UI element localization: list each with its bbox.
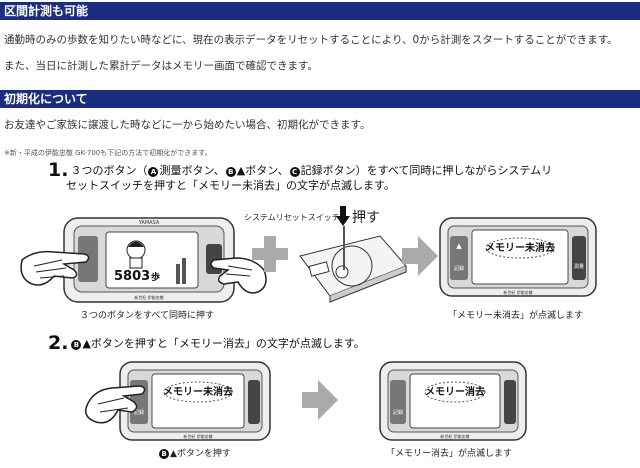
step2-caption-left: B▲ボタンを押す: [158, 446, 231, 459]
survey-button-label: 測量: [574, 263, 584, 270]
device-footer: 新世紀 伊能忠敬: [134, 294, 163, 300]
down-arrow-icon: [336, 206, 350, 226]
svg-text:新世紀 伊能忠敬: 新世紀 伊能忠敬: [503, 289, 532, 295]
right-arrow-icon: [302, 380, 338, 420]
step2-instruction: 2.B▲ボタンを押すと「メモリー消去」の文字が点滅します。: [48, 334, 608, 353]
interval-description: 通勤時のみの歩数を知りたい時などに、現在の表示データをリセットすることにより、0…: [4, 34, 618, 46]
pedometer-press-b-illustration: 記録 メモリー未消去 新世紀 伊能忠敬: [84, 361, 271, 441]
step1-text-a: ３つのボタン（: [70, 164, 148, 177]
step1-caption-right: 「メモリー未消去」が点滅します: [448, 311, 584, 321]
step-unit: 歩: [151, 271, 160, 283]
pedometer-memory-erased: 記録 メモリー消去 新世紀 伊能忠敬: [379, 361, 527, 441]
initialize-description: お友達やご家族に譲渡した時などに一から始めたい場合、初期化ができます。: [4, 119, 371, 131]
memory-description: また、当日に計測した累計データはメモリー画面で確認できます。: [4, 60, 318, 72]
step1-number: 1.: [48, 159, 69, 181]
step1-text-line2: セットスイッチを押すと「メモリー未消去」の文字が点滅します。: [66, 179, 395, 192]
button-b-icon: B: [159, 449, 169, 459]
step2-caption-left-text: ▲ボタンを押す: [170, 449, 231, 459]
svg-text:記録: 記録: [393, 409, 403, 416]
step1-text-b: 測量ボタン、: [159, 164, 225, 177]
button-a-icon: A: [148, 167, 159, 177]
step1-caption-left: ３つのボタンをすべて同時に押す: [80, 311, 215, 321]
press-label: 押す: [352, 210, 380, 226]
button-b-icon: B: [71, 340, 82, 350]
pedometer-memory-not-erased: ▲ 記録 測量 メモリー未消去 新世紀 伊能忠敬: [439, 217, 597, 297]
initialize-note: ※新・平成の伊能忠敬 GK-700も下記の方法で初期化ができます。: [4, 149, 212, 157]
up-button-label: ▲: [456, 242, 462, 250]
device-brand: YAMASA: [138, 220, 160, 226]
svg-text:記録: 記録: [134, 409, 144, 416]
button-c-icon: C: [289, 167, 300, 177]
button-b-icon: B: [225, 167, 236, 177]
section-header-initialize: 初期化について: [0, 90, 640, 108]
step2-number: 2.: [48, 332, 69, 354]
svg-text:新世紀 伊能忠敬: 新世紀 伊能忠敬: [440, 433, 469, 439]
step1-text-d: 記録ボタン）をすべて同時に押しながらシステムリ: [300, 164, 553, 177]
plus-icon: [252, 236, 288, 272]
pedometer-with-hands-illustration: YAMASA 5803 歩 新世紀 伊能忠敬: [20, 217, 267, 303]
step2-text: ▲ボタンを押すと「メモリー消去」の文字が点滅します。: [82, 337, 365, 350]
screen-memory-not-erased: メモリー未消去: [485, 241, 555, 254]
reset-switch-illustration: [299, 226, 407, 303]
step1-text-c: ▲ボタン、: [236, 164, 289, 177]
svg-text:新世紀 伊能忠敬: 新世紀 伊能忠敬: [183, 433, 212, 439]
record-button-label: 記録: [454, 265, 464, 272]
section-header-interval: 区間計測も可能: [0, 2, 640, 20]
step-count-display: 5803: [114, 269, 150, 284]
right-arrow-icon: [402, 236, 438, 276]
system-reset-switch-label: システムリセットスイッチ: [244, 213, 340, 222]
screen-memory-erased: メモリー消去: [425, 385, 485, 398]
screen-memory-not-erased-2: メモリー未消去: [163, 385, 233, 398]
step2-caption-right: 「メモリー消去」が点滅します: [386, 449, 513, 459]
